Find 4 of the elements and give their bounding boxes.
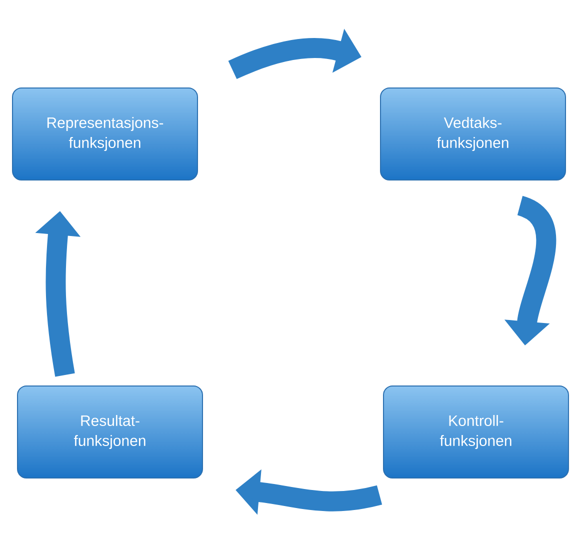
process-box: Kontroll- funksjonen: [383, 385, 569, 478]
process-box: Representasjons- funksjonen: [12, 88, 198, 180]
process-box: Vedtaks- funksjonen: [380, 88, 566, 180]
process-box: Resultat- funksjonen: [17, 385, 203, 478]
